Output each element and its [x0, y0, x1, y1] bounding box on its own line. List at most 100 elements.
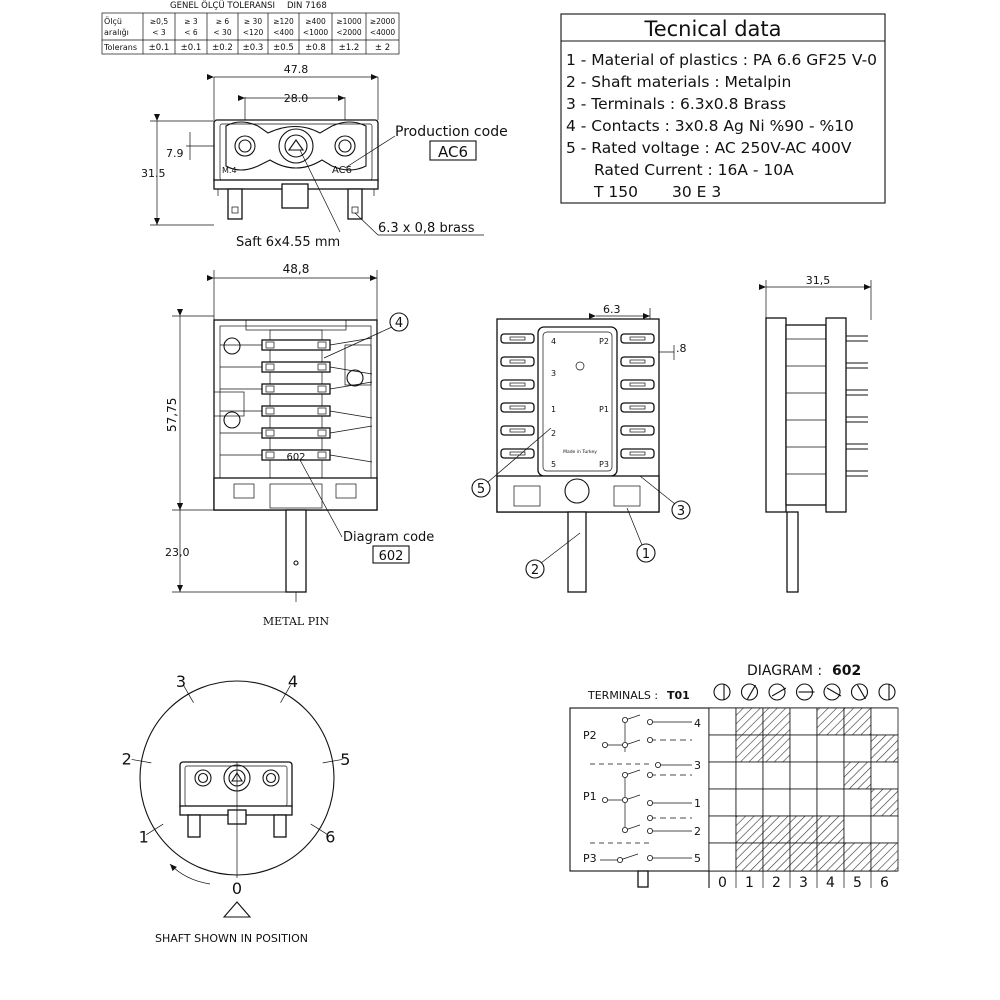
tol-range-bottom: <1000 — [303, 28, 329, 37]
matrix-cell-closed — [843, 842, 872, 872]
schematic-contact-point — [617, 857, 624, 864]
back-terminal-right — [620, 425, 655, 436]
back-dim-thickness: .8 — [676, 342, 687, 355]
back-callout-5: 5 — [477, 482, 485, 497]
top-view: 47.8 28.0 31.5 7.9 M.4 AC6 Production co… — [141, 63, 508, 250]
front-contact-layer — [261, 361, 331, 373]
position-label: 4 — [288, 672, 298, 691]
tol-value: ±0.5 — [273, 43, 294, 53]
position-label: 5 — [340, 750, 350, 769]
metal-pin-label: METAL PIN — [263, 615, 330, 628]
top-dim-height: 31.5 — [141, 167, 166, 180]
top-dim-width: 47.8 — [284, 63, 309, 76]
position-caption: SHAFT SHOWN IN POSITION — [155, 932, 308, 945]
front-contact-spring — [329, 454, 373, 463]
front-side-bracket — [344, 344, 372, 386]
matrix-cell-open — [762, 788, 791, 817]
front-contact-rivet — [265, 451, 275, 459]
back-label-4: 4 — [551, 337, 556, 346]
top-mark-left: M.4 — [222, 166, 237, 175]
position-symbol — [713, 683, 731, 701]
schematic-contact-point — [647, 828, 654, 835]
matrix-column-label: 0 — [718, 875, 727, 891]
schematic-contact-point — [622, 772, 629, 779]
terminal-row-4: 4 — [694, 717, 701, 730]
position-symbol — [768, 683, 786, 701]
back-label-p2: P2 — [599, 337, 609, 346]
matrix-cell-closed — [735, 734, 764, 763]
top-dim-offset: 7.9 — [166, 147, 184, 160]
back-view: 6.3 .8 4 P2 3 1 P1 5 P3 2 Made in Turkey… — [471, 303, 691, 593]
side-terminals — [786, 335, 868, 477]
tech-line-3: 3 - Terminals : 6.3x0.8 Brass — [566, 95, 786, 113]
tolerance-title: GENEL ÖLÇÜ TOLERANSI — [170, 0, 275, 11]
back-terminal-slot — [509, 428, 526, 433]
matrix-cell-closed — [762, 815, 791, 844]
matrix-cell-open — [789, 761, 818, 790]
matrix-cell-closed — [816, 842, 845, 872]
tech-line-1: 1 - Material of plastics : PA 6.6 GF25 V… — [566, 51, 877, 69]
matrix-cell-closed — [870, 842, 899, 872]
switching-matrix — [708, 707, 899, 872]
diagram-title-prefix: DIAGRAM : — [747, 663, 822, 679]
tol-range-bottom: <2000 — [336, 28, 362, 37]
matrix-cell-open — [816, 734, 845, 763]
terminal-label: 6.3 x 0,8 brass — [378, 221, 475, 236]
tol-value: ± 2 — [375, 43, 390, 53]
diagram-code-value: 602 — [379, 549, 404, 564]
back-terminal-left — [500, 448, 535, 459]
matrix-cell-closed — [762, 707, 791, 736]
matrix-cell-closed — [843, 761, 872, 790]
terminal-row-3: 3 — [694, 759, 701, 772]
tech-line-4: 4 - Contacts : 3x0.8 Ag Ni %90 - %10 — [566, 117, 854, 135]
tech-line-7: T 150 — [593, 183, 638, 201]
back-terminal-slot — [629, 405, 646, 410]
tech-line-8: 30 E 3 — [672, 183, 721, 201]
side-dim-depth: 31,5 — [806, 274, 831, 287]
back-label-3: 3 — [551, 369, 556, 378]
matrix-cell-open — [870, 761, 899, 790]
top-dim-holes: 28.0 — [284, 92, 309, 105]
matrix-cell-open — [708, 761, 737, 790]
back-callout-2: 2 — [531, 563, 539, 578]
position-symbol — [823, 683, 841, 701]
back-terminal-left — [500, 333, 535, 344]
back-terminal-slot — [629, 359, 646, 364]
front-contact-rivet — [265, 385, 275, 393]
tol-range-top: ≥120 — [273, 17, 294, 26]
schematic-contact-point — [647, 719, 654, 726]
front-contact-layers — [213, 337, 373, 463]
tol-range-top: ≥ 30 — [244, 17, 262, 26]
front-callout-4: 4 — [395, 316, 403, 331]
front-contact-rivet — [265, 429, 275, 437]
back-label-p3: P3 — [599, 460, 609, 469]
matrix-cell-open — [735, 788, 764, 817]
terminal-row-5: 5 — [694, 852, 701, 865]
production-code-label: Production code — [395, 124, 508, 140]
matrix-cell-closed — [735, 842, 764, 872]
matrix-cell-open — [708, 815, 737, 844]
back-label-2: 2 — [551, 429, 556, 438]
tol-value: ±0.1 — [149, 43, 170, 53]
schematic-contact-point — [622, 742, 629, 749]
schematic-contact-point — [602, 797, 609, 804]
back-terminal-right — [620, 379, 655, 390]
matrix-cell-closed — [789, 842, 818, 872]
tol-value: ±0.2 — [212, 43, 233, 53]
tolerance-table: GENEL ÖLÇÜ TOLERANSI DIN 7168 Ölçü aralı… — [101, 0, 400, 55]
matrix-cell-closed — [762, 734, 791, 763]
matrix-cell-open — [843, 788, 872, 817]
diagram-title-code: 602 — [832, 663, 861, 679]
matrix-cell-closed — [843, 707, 872, 736]
position-tick — [146, 823, 164, 835]
tol-range-top: ≥2000 — [370, 17, 396, 26]
back-terminal-right — [620, 448, 655, 459]
tolerance-standard: DIN 7168 — [287, 1, 327, 11]
front-contact-spring — [329, 381, 373, 390]
matrix-cell-closed — [735, 707, 764, 736]
schematic-contact-point — [622, 717, 629, 724]
matrix-cell-open — [789, 707, 818, 736]
front-contact-rivet — [317, 363, 327, 371]
matrix-cell-open — [870, 707, 899, 736]
